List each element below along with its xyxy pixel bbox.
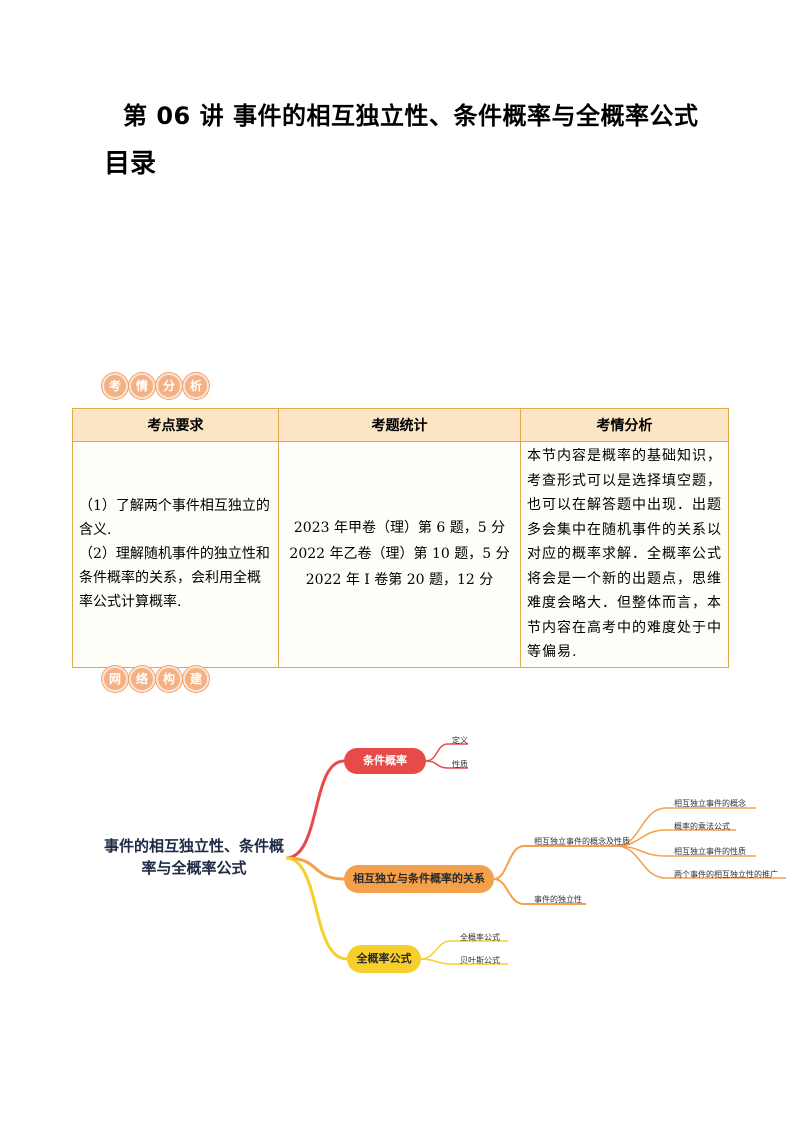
requirement-item: （2）理解随机事件的独立性和条件概率的关系，会利用全概率公式计算概率. — [79, 546, 270, 611]
badge-char: 分 — [156, 373, 182, 399]
badge-char: 析 — [183, 373, 209, 399]
leaf-generalization: 两个事件的相互独立性的推广 — [674, 870, 778, 879]
badge-char: 考 — [102, 373, 128, 399]
table-header-row: 考点要求 考题统计 考情分析 — [72, 408, 729, 442]
leaf-concept: 相互独立事件的概念 — [674, 799, 746, 808]
toc-heading: 目录 — [104, 149, 157, 179]
badge-char: 建 — [183, 666, 209, 692]
leaf-bayes-formula: 贝叶斯公式 — [460, 956, 500, 965]
stat-item: 2022 年乙卷（理）第 10 题，5 分 — [289, 546, 510, 563]
branch-total-probability: 全概率公式 — [347, 945, 421, 973]
table-row: （1）了解两个事件相互独立的含义. （2）理解随机事件的独立性和条件概率的关系，… — [72, 441, 729, 668]
mindmap-connectors — [285, 743, 786, 965]
page-title: 第 06 讲 事件的相互独立性、条件概率与全概率公式 — [123, 102, 699, 130]
analysis-cell: 本节内容是概率的基础知识，考查形式可以是选择填空题，也可以在解答题中出现．出题多… — [520, 441, 729, 668]
leaf-multiplication-formula: 概率的乘法公式 — [674, 822, 730, 831]
exam-analysis-table: 考点要求 考题统计 考情分析 （1）了解两个事件相互独立的含义. （2）理解随机… — [72, 408, 729, 668]
badge-char: 构 — [156, 666, 182, 692]
knowledge-mindmap: 事件的相互独立性、条件概率与全概率公式 条件概率 定义 性质 相互独立与条件概率… — [96, 726, 796, 996]
requirements-cell: （1）了解两个事件相互独立的含义. （2）理解随机事件的独立性和条件概率的关系，… — [72, 441, 279, 668]
badge-char: 络 — [129, 666, 155, 692]
column-header: 考点要求 — [72, 408, 279, 442]
stats-cell: 2023 年甲卷（理）第 6 题，5 分 2022 年乙卷（理）第 10 题，5… — [278, 441, 521, 668]
stat-item: 2022 年 I 卷第 20 题，12 分 — [305, 572, 494, 589]
analysis-section-badge: 考 情 分 析 — [102, 373, 209, 399]
sub-event-independence: 事件的独立性 — [534, 895, 582, 904]
badge-char: 网 — [102, 666, 128, 692]
leaf-independent-properties: 相互独立事件的性质 — [674, 847, 746, 856]
leaf-properties: 性质 — [452, 760, 468, 769]
column-header: 考题统计 — [278, 408, 521, 442]
leaf-total-probability-formula: 全概率公式 — [460, 933, 500, 942]
leaf-definition: 定义 — [452, 736, 468, 745]
network-section-badge: 网 络 构 建 — [102, 666, 209, 692]
requirement-item: （1）了解两个事件相互独立的含义. — [79, 498, 270, 539]
branch-independence-relation: 相互独立与条件概率的关系 — [344, 865, 494, 893]
column-header: 考情分析 — [520, 408, 729, 442]
stat-item: 2023 年甲卷（理）第 6 题，5 分 — [293, 520, 506, 537]
badge-char: 情 — [129, 373, 155, 399]
mindmap-central-topic: 事件的相互独立性、条件概率与全概率公式 — [104, 837, 285, 877]
sub-independent-event-concept: 相互独立事件的概念及性质 — [534, 837, 630, 846]
branch-conditional-probability: 条件概率 — [344, 748, 426, 774]
